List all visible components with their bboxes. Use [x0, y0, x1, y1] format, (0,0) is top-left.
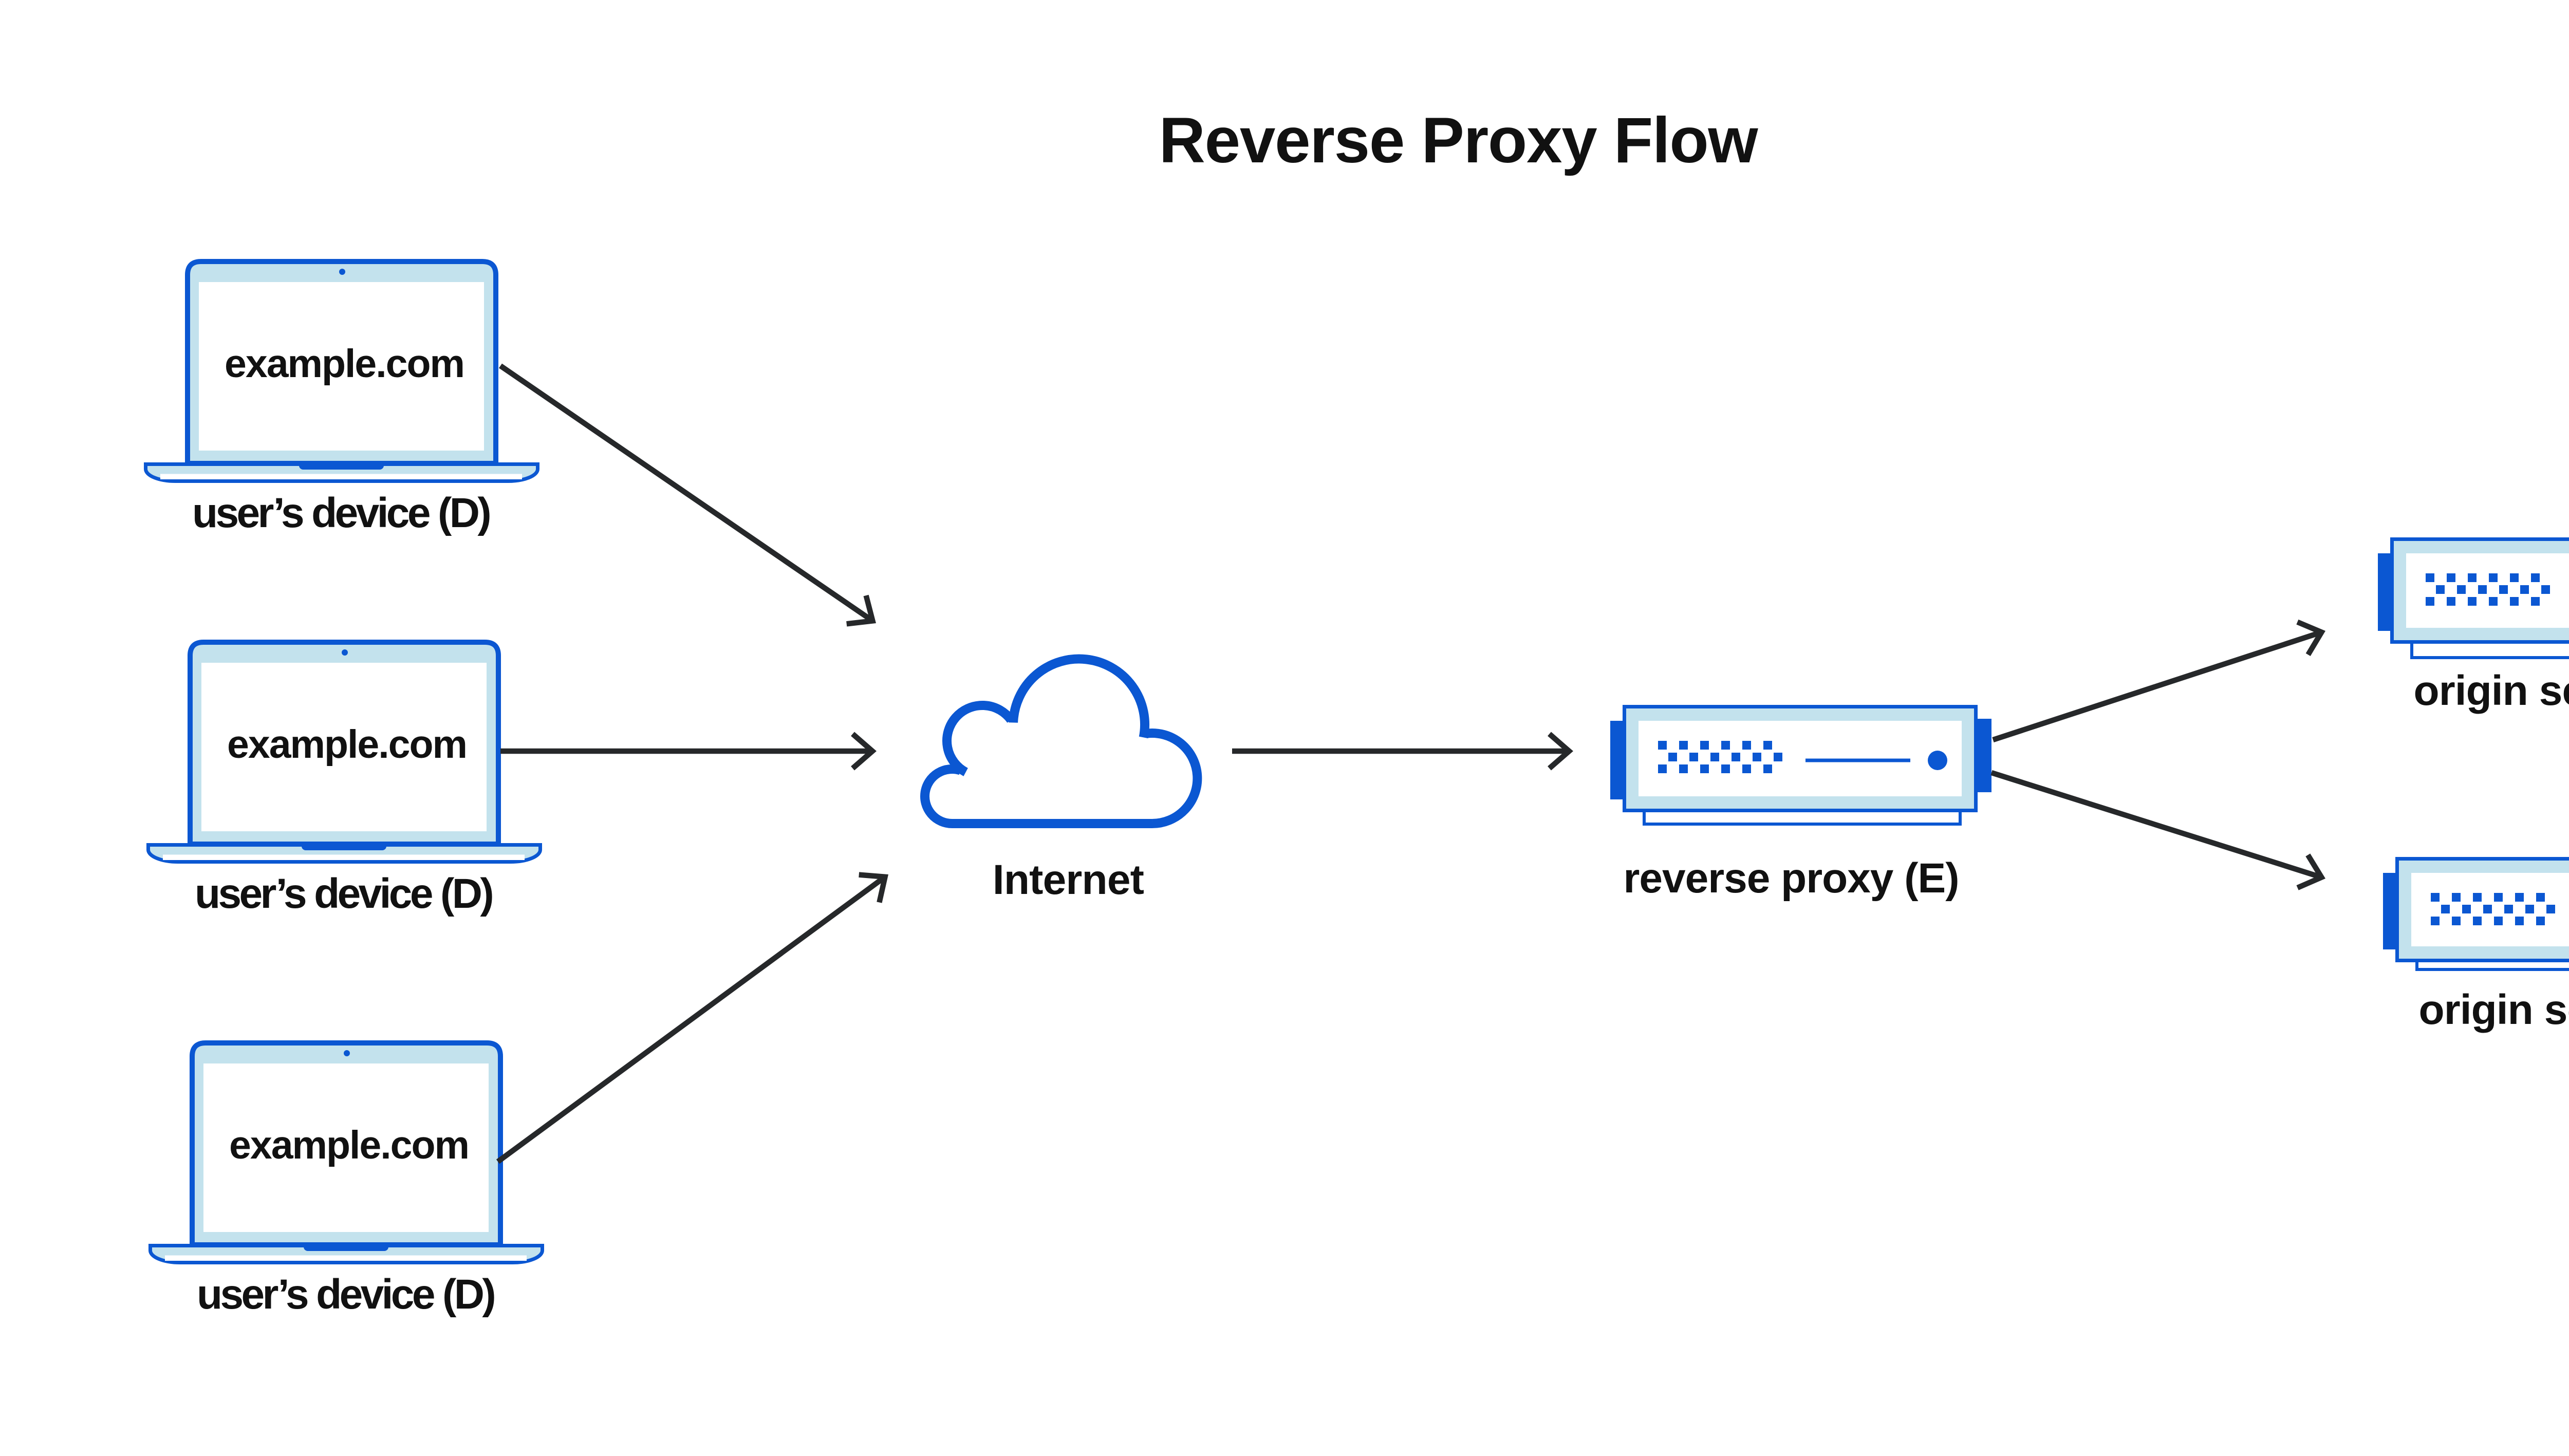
svg-text:origin server (F): origin server (F)	[2414, 667, 2569, 714]
svg-text:Internet: Internet	[993, 856, 1144, 903]
svg-text:example.com: example.com	[225, 342, 464, 386]
svg-text:user’s device (D): user’s device (D)	[195, 870, 492, 917]
svg-text:example.com: example.com	[229, 1123, 469, 1167]
svg-text:user’s device (D): user’s device (D)	[192, 490, 490, 536]
svg-text:Reverse Proxy Flow: Reverse Proxy Flow	[1159, 105, 1759, 176]
svg-text:example.com: example.com	[227, 722, 467, 767]
svg-text:origin server (F): origin server (F)	[2419, 986, 2569, 1033]
svg-text:reverse proxy (E): reverse proxy (E)	[1623, 855, 1959, 902]
svg-text:user’s device (D): user’s device (D)	[197, 1271, 494, 1318]
